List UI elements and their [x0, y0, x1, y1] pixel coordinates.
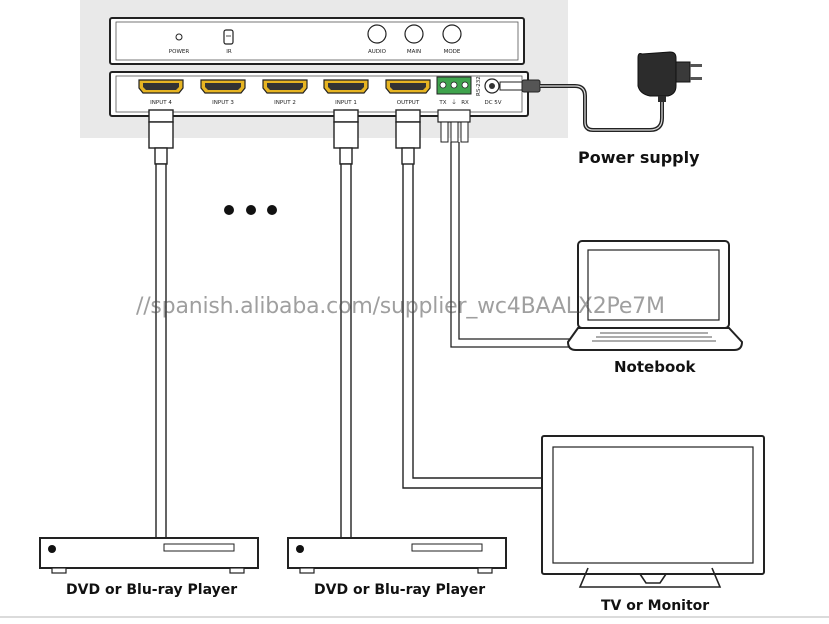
- rear-panel: INPUT 4 INPUT 3 INPUT 2 INPUT 1 OUTPUT: [109, 71, 529, 117]
- hdmi-port-input-1: INPUT 1: [323, 79, 369, 106]
- port-label: INPUT 4: [150, 100, 172, 106]
- dc-label: DC 5V: [484, 100, 501, 106]
- mode-label: MODE: [444, 49, 461, 55]
- rs232-cable: [437, 109, 576, 348]
- power-supply-label: Power supply: [578, 148, 700, 167]
- audio-label: AUDIO: [368, 49, 387, 55]
- main-label: MAIN: [407, 49, 421, 55]
- ir-sensor-icon: [223, 29, 234, 45]
- tv-monitor-icon: [541, 435, 765, 588]
- tv-monitor-label: TV or Monitor: [601, 598, 710, 614]
- power-led-icon: [175, 33, 183, 41]
- mode-button[interactable]: [442, 24, 462, 44]
- dvd-player-left-icon: [39, 537, 259, 574]
- hdmi-port-input-3: INPUT 3: [200, 79, 246, 106]
- hdmi-cable-input-4: [148, 109, 174, 543]
- hdmi-port-input-2: INPUT 2: [262, 79, 308, 106]
- power-label: POWER: [169, 49, 190, 55]
- audio-button[interactable]: [367, 24, 387, 44]
- hdmi-cable-input-1: [333, 109, 359, 543]
- power-adapter-icon: [637, 51, 702, 102]
- notebook-label: Notebook: [614, 358, 696, 376]
- watermark-text: //spanish.alibaba.com/supplier_wc4BAALX2…: [136, 294, 665, 319]
- tx-label: TX: [438, 100, 446, 106]
- rs232-terminal-block: TX ⏚ RX RS-232: [436, 76, 482, 106]
- rx-label: RX: [461, 100, 469, 106]
- port-label: INPUT 3: [212, 100, 234, 106]
- hdmi-port-output: OUTPUT: [385, 79, 431, 106]
- more-inputs-ellipsis: [224, 205, 277, 215]
- front-panel: POWER IR AUDIO MAIN MODE: [109, 17, 525, 65]
- dc-power-jack: DC 5V: [484, 78, 502, 106]
- port-label: INPUT 2: [274, 100, 296, 106]
- ground-symbol: ⏚: [451, 99, 457, 106]
- rs232-label: RS-232: [476, 76, 482, 96]
- power-cable: [499, 79, 664, 132]
- port-label: INPUT 1: [335, 100, 357, 106]
- hdmi-cable-output: [395, 109, 542, 489]
- dvd-player-right-icon: [287, 537, 507, 574]
- dvd-player-left-label: DVD or Blu-ray Player: [66, 582, 238, 598]
- port-label: OUTPUT: [397, 100, 420, 106]
- notebook-icon: [566, 240, 744, 351]
- hdmi-port-input-4: INPUT 4: [138, 79, 184, 106]
- main-button[interactable]: [404, 24, 424, 44]
- ir-label: IR: [226, 49, 232, 55]
- dvd-player-right-label: DVD or Blu-ray Player: [314, 582, 486, 598]
